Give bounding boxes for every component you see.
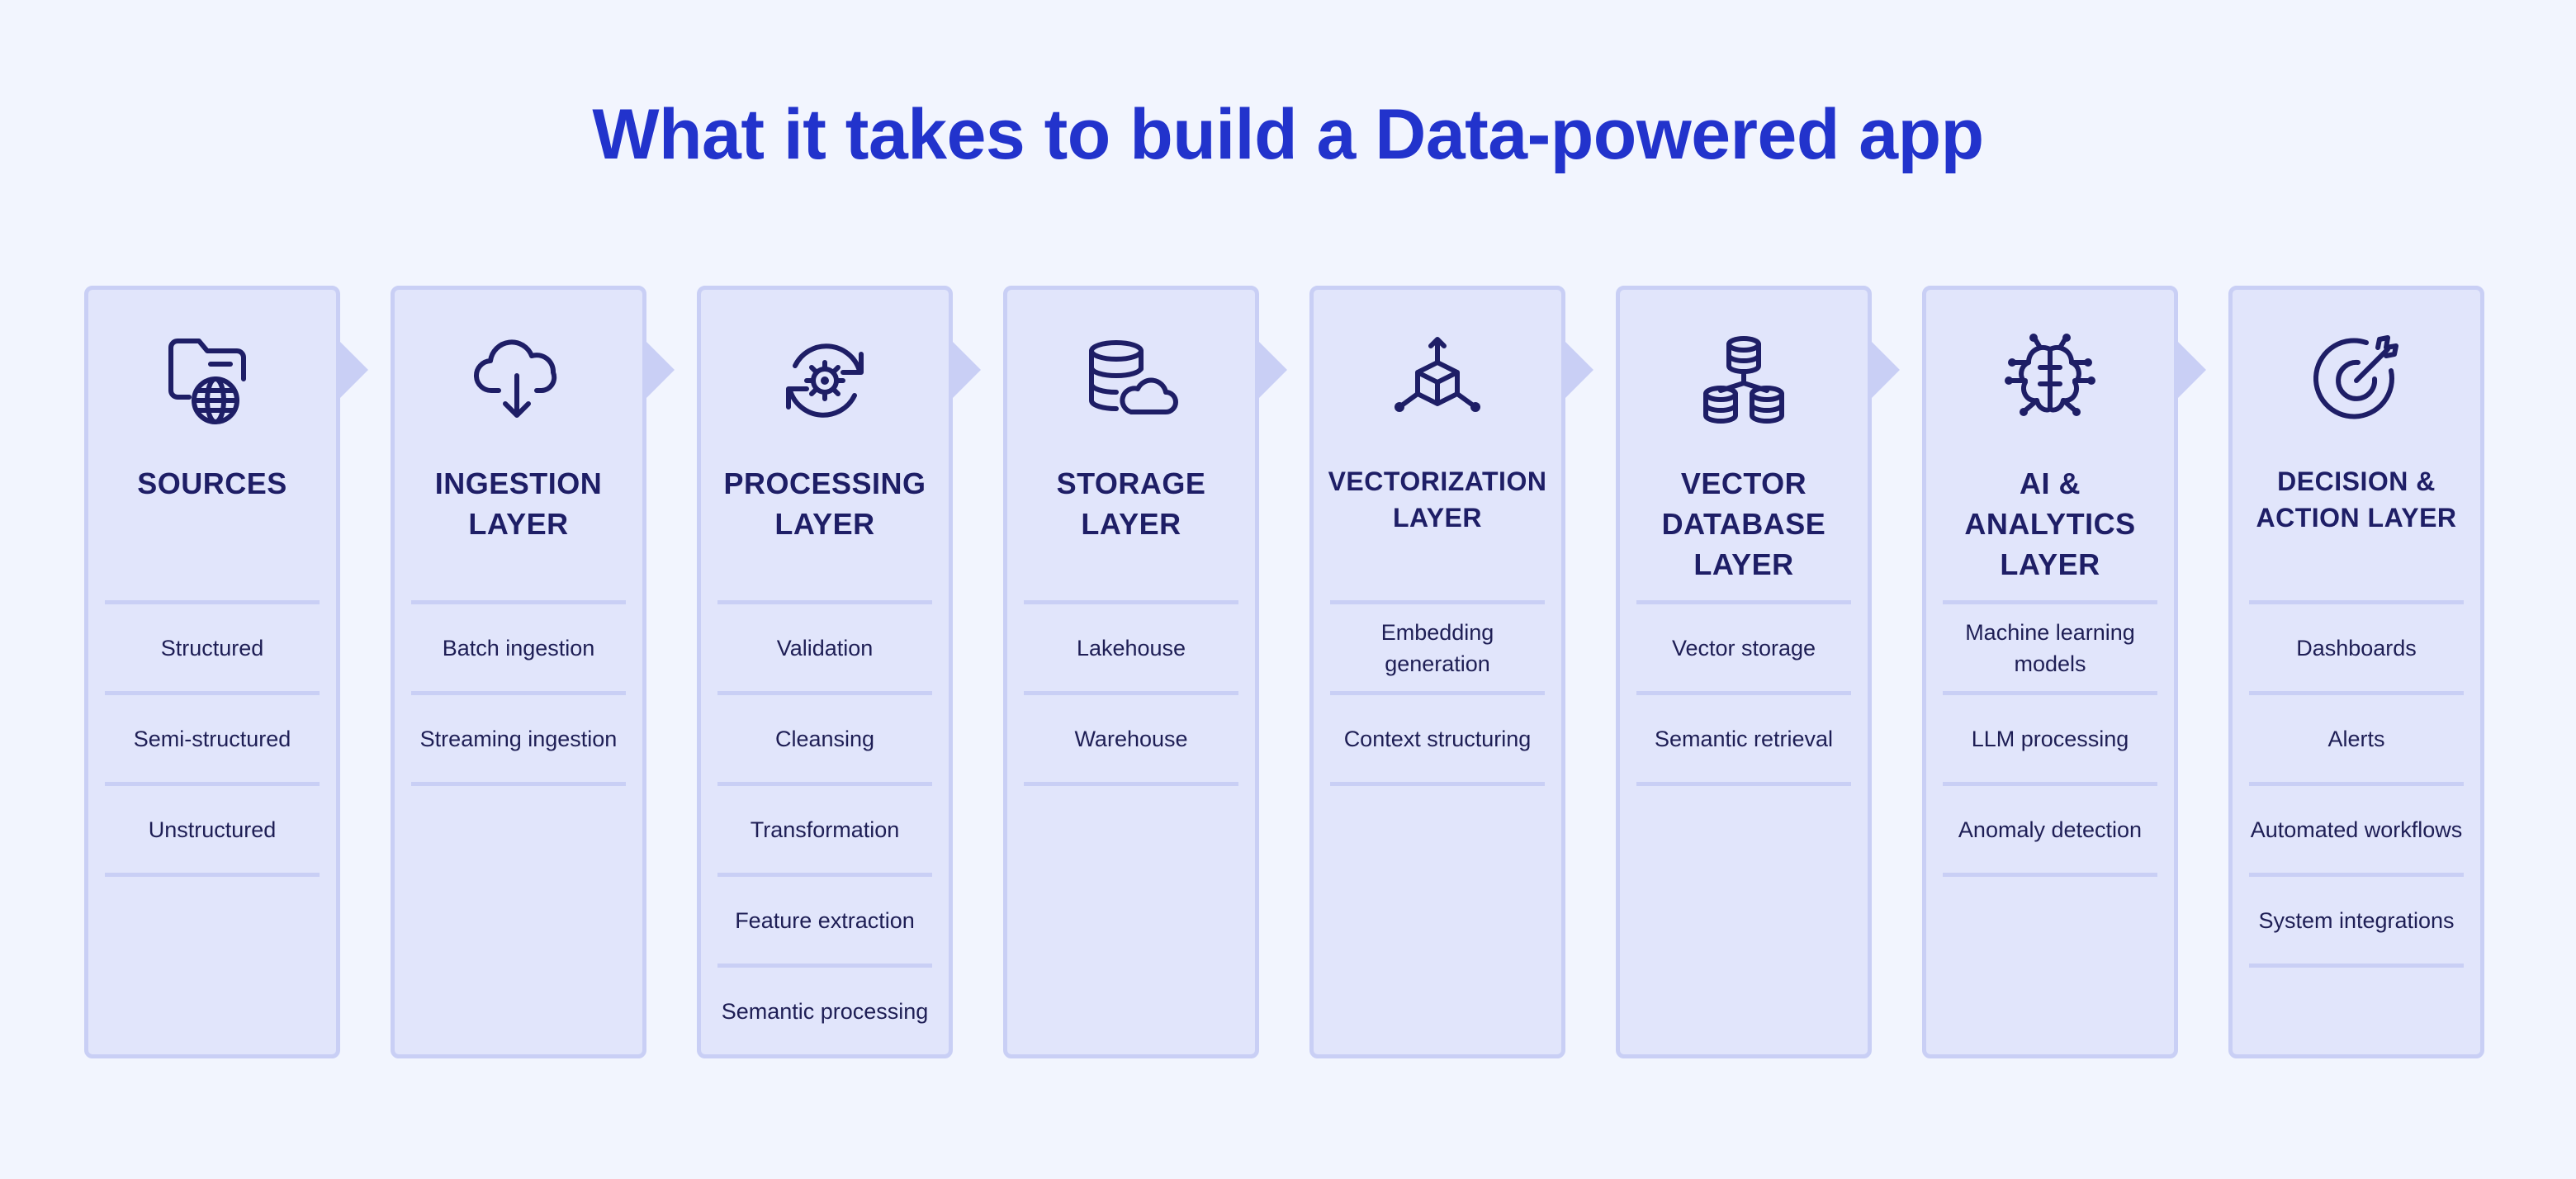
layer-item: Anomaly detection: [1943, 786, 2157, 877]
cloud-download-icon: [471, 333, 566, 429]
layer-item: Vector storage: [1636, 604, 1851, 695]
layer-heading-line: STORAGE: [1056, 466, 1206, 500]
flow-arrow: [953, 342, 981, 398]
layer-heading: AI & ANALYTICS LAYER: [1926, 463, 2174, 585]
database-cloud-icon: [1083, 333, 1179, 429]
layer-item: Warehouse: [1024, 695, 1238, 786]
layer-heading-line: DATABASE: [1661, 507, 1826, 541]
layer-item: Validation: [717, 604, 932, 695]
flow-arrow: [340, 342, 368, 398]
flow-arrow: [2178, 342, 2206, 398]
layer-heading-line: ANALYTICS: [1964, 507, 2136, 541]
layer-item: Feature extraction: [717, 877, 932, 968]
database-network-icon: [1696, 333, 1792, 429]
layer-heading-line: LAYER: [774, 507, 875, 541]
layer-item: Alerts: [2249, 695, 2464, 786]
layer-heading-line: PROCESSING: [723, 466, 926, 500]
layer-item: Semi-structured: [105, 695, 320, 786]
layer-heading-line: LAYER: [1693, 547, 1794, 581]
layer-heading-line: DECISION &: [2277, 466, 2436, 496]
layer-item: Streaming ingestion: [411, 695, 626, 786]
layer-heading-line: AI &: [2020, 466, 2081, 500]
layer-item: System integrations: [2249, 877, 2464, 968]
layer-heading-line: LAYER: [468, 507, 569, 541]
flow-arrow: [1565, 342, 1593, 398]
layer-heading-line: LAYER: [2000, 547, 2100, 581]
flow-arrow: [1259, 342, 1287, 398]
layer-heading: SOURCES: [88, 463, 336, 504]
layer-item: Context structuring: [1330, 695, 1545, 786]
layer-heading: VECTOR DATABASE LAYER: [1620, 463, 1868, 585]
layer-item: Lakehouse: [1024, 604, 1238, 695]
layer-item: Unstructured: [105, 786, 320, 877]
layer-item: Semantic retrieval: [1636, 695, 1851, 786]
layer-heading-line: SOURCES: [137, 466, 287, 500]
page-title: What it takes to build a Data-powered ap…: [592, 95, 1984, 174]
layer-item: Batch ingestion: [411, 604, 626, 695]
layer-item: Transformation: [717, 786, 932, 877]
flow-arrow: [646, 342, 675, 398]
layer-heading: INGESTION LAYER: [395, 463, 642, 544]
layer-item: Structured: [105, 604, 320, 695]
layer-heading-line: ACTION LAYER: [2256, 503, 2457, 533]
folder-globe-icon: [164, 333, 260, 429]
layer-item: Cleansing: [717, 695, 932, 786]
target-icon: [2308, 333, 2404, 429]
layer-heading-line: LAYER: [1081, 507, 1181, 541]
layer-heading: STORAGE LAYER: [1007, 463, 1255, 544]
layer-heading: DECISION & ACTION LAYER: [2233, 463, 2480, 536]
refresh-gear-icon: [777, 333, 873, 429]
layer-item: Embedding generation: [1330, 604, 1545, 695]
layer-heading-line: LAYER: [1392, 503, 1482, 533]
layer-card: AI & ANALYTICS LAYER Machine learning model…: [1922, 286, 2178, 1058]
layer-item: Dashboards: [2249, 604, 2464, 695]
layer-item: Automated workflows: [2249, 786, 2464, 877]
layer-heading-line: VECTORIZATION: [1328, 466, 1547, 496]
layer-heading: VECTORIZATION LAYER: [1314, 463, 1561, 536]
layer-heading-line: INGESTION: [434, 466, 603, 500]
layer-heading: PROCESSING LAYER: [701, 463, 949, 544]
layer-item: Machine learning models: [1943, 604, 2157, 695]
layer-item: Semantic processing: [717, 968, 932, 1058]
layer-item: LLM processing: [1943, 695, 2157, 786]
vector-cube-icon: [1390, 333, 1485, 429]
flow-arrow: [1872, 342, 1900, 398]
layer-heading-line: VECTOR: [1680, 466, 1807, 500]
ai-chip-icon: [2002, 333, 2098, 429]
